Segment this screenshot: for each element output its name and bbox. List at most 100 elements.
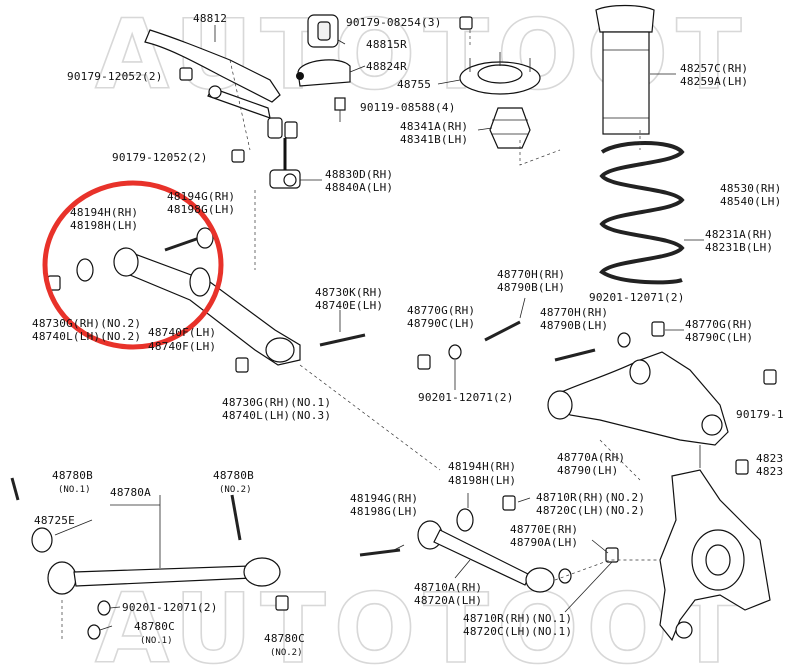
washer-90201-b: [617, 332, 631, 348]
label-48194h-bottom: 48194H(RH): [448, 460, 516, 473]
label-48198h-bottom: 48198H(LH): [448, 474, 516, 487]
label-48790a: 48790A(LH): [510, 536, 578, 549]
nut-48770g-right: [651, 321, 665, 337]
label-48725e: 48725E: [34, 514, 75, 527]
label-4823-b: 4823: [756, 465, 783, 478]
nut-4823-right: [735, 459, 749, 475]
label-48710a: 48710A(RH): [414, 581, 482, 594]
lower-link-48780a: [10, 477, 289, 640]
label-48194h-top: 48194H(RH): [70, 206, 138, 219]
upper-support: [459, 52, 541, 95]
label-4823-a: 4823: [756, 452, 783, 465]
label-48790: 48790(LH): [557, 464, 618, 477]
label-48720c-no1: 48720C(LH)(NO.1): [463, 625, 572, 638]
label-48341b: 48341B(LH): [400, 133, 468, 146]
watermark-bottom: AUTOTOOT: [95, 573, 750, 668]
nut-90179-right: [763, 369, 777, 385]
label-48770g-b: 48770G(RH): [685, 318, 753, 331]
label-48720c-no2: 48720C(LH)(NO.2): [536, 504, 645, 517]
bolt-90119-08588: [334, 97, 346, 122]
label-90119-08588: 90119-08588(4): [360, 101, 456, 114]
upper-control-arm: [547, 351, 729, 468]
label-48259a: 48259A(LH): [680, 75, 748, 88]
label-48740l-no2: 48740L(LH)(NO.2): [32, 330, 141, 343]
bolt-48730k: [319, 333, 366, 347]
label-90179-12052-upper: 90179-12052(2): [67, 70, 163, 83]
label-90179-right: 90179-1: [736, 408, 784, 421]
stabilizer-bar: [144, 29, 281, 119]
label-48780c-b: 48780C: [264, 632, 305, 645]
cam-washer-48194h: [76, 258, 94, 282]
label-48740e: 48740E(LH): [315, 299, 383, 312]
label-no2-b: (NO.2): [270, 648, 303, 658]
label-48790c-b: 48790C(LH): [685, 331, 753, 344]
label-48830d: 48830D(RH): [325, 168, 393, 181]
label-48198g-bottom: 48198G(LH): [350, 505, 418, 518]
label-48194g-bottom: 48194G(RH): [350, 492, 418, 505]
dust-boot: [595, 4, 655, 135]
label-48790c-a: 48790C(LH): [407, 317, 475, 330]
label-48770g-a: 48770G(RH): [407, 304, 475, 317]
label-no1-b: (NO.1): [140, 636, 173, 646]
label-48231a: 48231A(RH): [705, 228, 773, 241]
stabilizer-bushing: [296, 14, 351, 87]
bolt-48770g: [484, 320, 521, 342]
label-48770a: 48770A(RH): [557, 451, 625, 464]
label-48720a: 48720A(LH): [414, 594, 482, 607]
label-48730g-no2: 48730G(RH)(NO.2): [32, 317, 141, 330]
label-48730g-no1: 48730G(RH)(NO.1): [222, 396, 331, 409]
label-48198h-top: 48198H(LH): [70, 219, 138, 232]
label-48790b-b: 48790B(LH): [540, 319, 608, 332]
label-48812: 48812: [193, 12, 227, 25]
label-48231b: 48231B(LH): [705, 241, 773, 254]
label-48780b-b: 48780B: [213, 469, 254, 482]
label-48780c-a: 48780C: [134, 620, 175, 633]
label-48780b-a: 48780B: [52, 469, 93, 482]
label-48815r: 48815R: [366, 38, 407, 51]
washer-90201-a: [448, 344, 462, 360]
label-48790b-a: 48790B(LH): [497, 281, 565, 294]
label-48740f: 48740F(LH): [148, 340, 216, 353]
assembly-lines: [61, 30, 660, 640]
label-48755: 48755: [397, 78, 431, 91]
nut-48770-a: [417, 354, 431, 370]
label-48740l-no3: 48740L(LH)(NO.3): [222, 409, 331, 422]
label-48730k: 48730K(RH): [315, 286, 383, 299]
label-48770h-a: 48770H(RH): [497, 268, 565, 281]
label-48710r-no2: 48710R(RH)(NO.2): [536, 491, 645, 504]
nut-90179-08254-shape: [459, 16, 473, 30]
label-48341a: 48341A(RH): [400, 120, 468, 133]
highlight-circle: [42, 180, 224, 350]
label-48840a: 48840A(LH): [325, 181, 393, 194]
label-48770e: 48770E(RH): [510, 523, 578, 536]
bolt-48770h: [554, 348, 596, 362]
label-48540: 48540(LH): [720, 195, 781, 208]
nut-90179-12052-upper: [179, 67, 193, 81]
lower-link-48710a: [359, 495, 619, 593]
nut-48730g-no1: [235, 357, 249, 373]
label-48194g-top: 48194G(RH): [167, 190, 235, 203]
cam-bolt-48194g: [164, 227, 214, 252]
label-48824r: 48824R: [366, 60, 407, 73]
label-48770h-b: 48770H(RH): [540, 306, 608, 319]
label-48198g-top: 48198G(LH): [167, 203, 235, 216]
label-48530: 48530(RH): [720, 182, 781, 195]
nut-90179-12052-lower: [231, 149, 245, 163]
label-90179-08254: 90179-08254(3): [346, 16, 442, 29]
label-no2-a: (NO.2): [219, 485, 252, 495]
label-48710r-no1: 48710R(RH)(NO.1): [463, 612, 572, 625]
label-48780a: 48780A: [110, 486, 151, 499]
stabilizer-link: [267, 117, 301, 189]
label-90179-12052-lower: 90179-12052(2): [112, 151, 208, 164]
leader-lines: [54, 25, 704, 631]
bump-stopper: [489, 107, 531, 149]
label-48257c: 48257C(RH): [680, 62, 748, 75]
label-90201-12071-b: 90201-12071(2): [418, 391, 514, 404]
steering-knuckle: [659, 469, 771, 642]
coil-spring: [599, 141, 685, 285]
label-no1-a: (NO.1): [58, 485, 91, 495]
label-48740f-upper: 48740F(LH): [148, 326, 216, 339]
label-90201-12071-c: 90201-12071(2): [122, 601, 218, 614]
